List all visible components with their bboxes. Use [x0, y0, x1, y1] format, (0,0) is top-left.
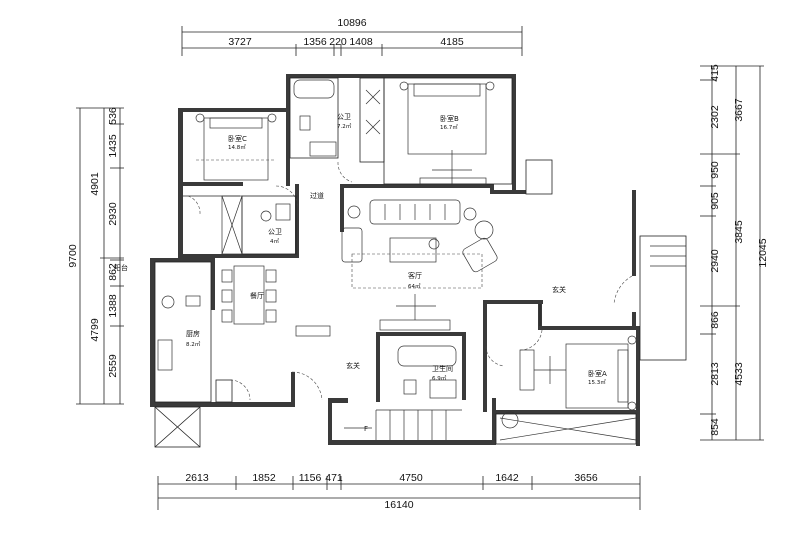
left-dimension-5: 1388 [107, 294, 119, 318]
door-swings [187, 161, 633, 401]
left-dimension-3: 2930 [107, 202, 119, 226]
living-label: 客厅 [408, 271, 422, 280]
bathroom-top-label: 公卫 [337, 113, 351, 121]
kitchen-label: 厨房 [186, 329, 200, 338]
entry-bottom-label: 玄关 [346, 361, 360, 370]
right-inner-total-1: 3667 [733, 98, 745, 122]
bedroom-a-label: 卧室A [588, 369, 607, 378]
bedroom-b-area: 16.7㎡ [440, 123, 458, 131]
furniture [157, 79, 686, 441]
bottom-dimension-4: 471 [325, 472, 343, 484]
bedroom-a-area: 15.3㎡ [588, 378, 606, 386]
bathroom-master-area: 6.9㎡ [432, 374, 447, 382]
dining-table-icon [233, 265, 265, 325]
right-dimension-3: 950 [709, 161, 721, 179]
living-rug [351, 253, 483, 289]
corridor-label: 过道 [310, 191, 324, 200]
right-dimension-5: 2940 [709, 249, 721, 273]
left-dimension-4: 862 [107, 263, 119, 281]
top-dimension-group: 10896 3727 1356 220 1408 4185 [181, 17, 523, 56]
right-dimension-group: 415 2302 950 905 2940 866 2813 854 3667 … [700, 64, 769, 441]
walls [150, 74, 640, 446]
room-labels: 卧室C 14.8㎡ 公卫 7.2㎡ 卧室B 16.7㎡ 过道 公卫 4㎡ 阳台 … [114, 113, 607, 433]
bathroom-mid-area: 4㎡ [270, 237, 279, 245]
top-dimension-2: 1356 [303, 36, 327, 48]
top-dimension-1: 3727 [228, 36, 252, 48]
left-upper-total-dimension: 4901 [89, 172, 101, 196]
bottom-dimension-1: 2613 [185, 472, 209, 484]
bottom-dimension-5: 4750 [399, 472, 423, 484]
toilet-icon [275, 203, 291, 221]
bedroom-b-label: 卧室B [440, 114, 459, 123]
bedroom-c-area: 14.8㎡ [228, 143, 246, 151]
bedroom-c-label: 卧室C [228, 134, 247, 143]
right-dimension-2: 2302 [709, 105, 721, 129]
interior-lines [154, 77, 687, 448]
right-dimension-6: 866 [709, 311, 721, 329]
right-dimension-4: 905 [709, 192, 721, 210]
right-inner-total-3: 4533 [733, 362, 745, 386]
left-lower-total-dimension: 4799 [89, 318, 101, 342]
top-dimension-4: 1408 [349, 36, 373, 48]
right-total-dimension: 12045 [757, 238, 769, 267]
living-area: 64㎡ [408, 282, 421, 290]
stair-label: F [364, 425, 368, 433]
bottom-dimension-7: 3656 [574, 472, 598, 484]
kitchen-sink-icon [161, 295, 175, 309]
top-dimension-3: 220 [329, 36, 347, 48]
kitchen-area: 8.2㎡ [186, 340, 201, 348]
left-dimension-1: 536 [107, 107, 119, 125]
bottom-dimension-group: 2613 1852 1156 471 4750 1642 3656 16140 [157, 472, 641, 511]
bottom-total-dimension: 16140 [384, 499, 413, 511]
left-dimension-6: 2559 [107, 354, 119, 378]
left-dimension-group: 9700 4901 4799 536 1435 2930 862 1388 25… [67, 107, 124, 405]
right-dimension-8: 854 [709, 418, 721, 436]
right-dimension-1: 415 [709, 64, 721, 82]
entry-right-label: 玄关 [552, 285, 566, 294]
bottom-dimension-3: 1156 [299, 472, 322, 484]
right-inner-total-2: 3845 [733, 220, 745, 244]
bathtub-master-icon [397, 345, 457, 367]
bathroom-mid-label: 公卫 [268, 228, 282, 236]
bottom-dimension-6: 1642 [495, 472, 519, 484]
entry-bench-icon [295, 325, 331, 337]
bathroom-master-label: 卫生间 [432, 364, 453, 373]
right-dimension-7: 2813 [709, 362, 721, 386]
top-dimension-5: 4185 [440, 36, 464, 48]
left-dimension-2: 1435 [107, 134, 119, 158]
plant-icon [501, 411, 519, 429]
coffee-table-icon [389, 237, 437, 263]
bathroom-top-area: 7.2㎡ [337, 122, 352, 130]
bathtub-top-icon [293, 79, 335, 99]
dining-label: 餐厅 [250, 291, 264, 300]
bottom-dimension-2: 1852 [252, 472, 276, 484]
sofa-icon [369, 199, 461, 225]
top-total-dimension: 10896 [337, 17, 366, 29]
left-total-dimension: 9700 [67, 244, 79, 268]
balcony-label: 阳台 [114, 263, 128, 272]
